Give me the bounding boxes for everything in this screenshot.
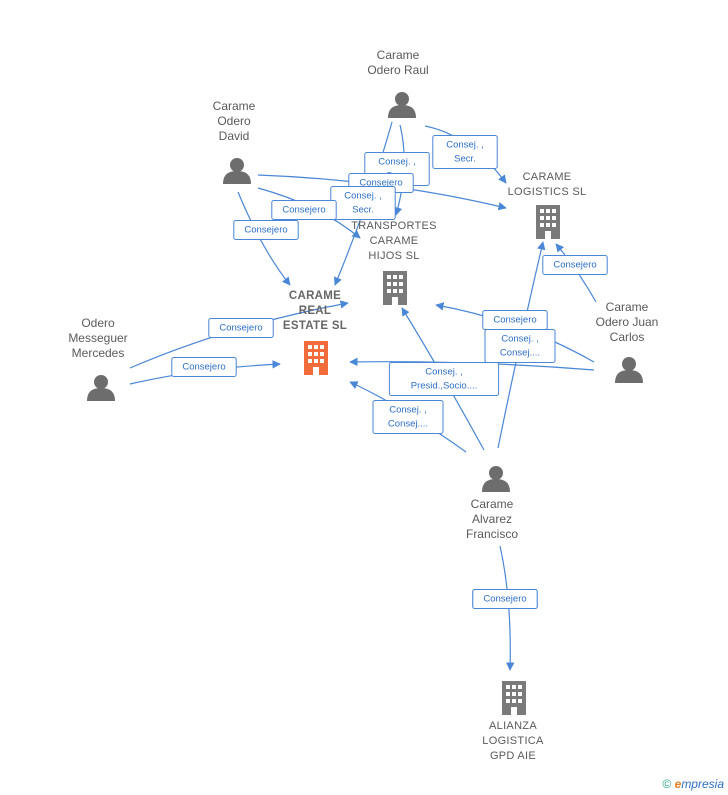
edge-label-box <box>542 255 608 275</box>
node-label-line: David <box>219 129 250 143</box>
node-label-line: GPD AIE <box>490 750 536 762</box>
node-label-line: CARAME <box>370 235 419 247</box>
edge-label-francisco-realestate: Consej. , Consej.... <box>372 400 444 434</box>
node-transportes[interactable]: TRANSPORTES CARAME HIJOS SL <box>351 220 437 305</box>
edge-david-realestate <box>237 191 291 286</box>
node-label-line: Mercedes <box>72 346 125 360</box>
edge-label-mercedes-realestate: Consejero <box>171 357 237 377</box>
edge-label-text: Consejero <box>244 225 287 236</box>
node-label-line: Alvarez <box>472 512 512 526</box>
edge-label-text: Presid.,Socio.... <box>411 381 478 392</box>
edge-label-text: Consej. , <box>378 157 416 168</box>
edge-label-francisco-transportes: Consej. , Presid.,Socio.... <box>388 362 500 396</box>
edge-label-david-transportes: Consejero <box>271 200 337 220</box>
node-label-line: LOGISTICA <box>482 735 544 747</box>
edge-label-david-logistics: Consej. , Secr. <box>330 186 396 220</box>
node-label-line: Carame <box>471 497 514 511</box>
copyright-footer: © empresia <box>662 777 724 791</box>
edge-label-text: Consej. , <box>425 367 463 378</box>
node-label-line: CARAME <box>523 171 572 183</box>
building-icon <box>304 341 328 375</box>
edge-labels: Consej. ,Secr.Consej. ,Secr.ConsejeroCon… <box>171 135 608 609</box>
node-label-line: HIJOS SL <box>368 250 419 262</box>
person-icon <box>223 158 251 184</box>
edge-label-text: Consej.... <box>388 419 428 430</box>
edge-label-text: Consejero <box>182 362 225 373</box>
edge-label-box <box>233 220 299 240</box>
edge-label-text: Consejero <box>219 323 262 334</box>
node-label-line: Odero <box>81 316 115 330</box>
edge-label-box <box>372 400 444 434</box>
edge-label-juan-transportes: Consejero <box>482 310 548 330</box>
node-label-line: Carame <box>377 48 420 62</box>
node-label-line: Odero <box>217 114 251 128</box>
edge-label-david-realestate: Consejero <box>233 220 299 240</box>
node-label-line: Carlos <box>610 330 645 344</box>
node-label-line: Carame <box>606 300 649 314</box>
node-label-line: TRANSPORTES <box>351 220 437 232</box>
building-icon <box>383 271 407 305</box>
edge-label-text: Consejero <box>553 260 596 271</box>
person-icon <box>482 466 510 492</box>
node-label-line: Odero Juan <box>596 315 659 329</box>
edge-label-box <box>208 318 274 338</box>
edge-label-text: Secr. <box>454 154 476 165</box>
edge-label-juan-logistics: Consejero <box>542 255 608 275</box>
node-label-line: Messeguer <box>68 331 127 345</box>
node-alianza[interactable]: ALIANZA LOGISTICA GPD AIE <box>482 681 544 762</box>
copyright-icon: © <box>662 777 672 791</box>
building-icon <box>502 681 526 715</box>
edge-label-box <box>472 589 538 609</box>
node-label-line: CARAME <box>289 290 341 302</box>
edge-label-text: Consej. , <box>389 405 427 416</box>
person-icon <box>388 92 416 118</box>
node-label-line: Francisco <box>466 527 518 541</box>
edge-label-raul-logistics: Consej. , Secr. <box>432 135 498 169</box>
edge-label-text: Consej. , <box>501 334 539 345</box>
node-logistics[interactable]: CARAME LOGISTICS SL <box>508 171 587 239</box>
node-carame-real-estate[interactable]: CARAME REAL ESTATE SL <box>283 290 347 375</box>
edge-label-juan-realestate: Consej. , Consej.... <box>484 329 556 363</box>
nodes: CARAME REAL ESTATE SL TRANSPORTES CARAME HIJO… <box>68 48 658 762</box>
edge-label-text: Consej. , <box>344 191 382 202</box>
edge-label-box <box>432 135 498 169</box>
edge-label-text: Consej. , <box>446 140 484 151</box>
person-icon <box>87 375 115 401</box>
edge-label-box <box>388 362 500 396</box>
building-icon <box>536 205 560 239</box>
edge-label-text: Secr. <box>352 205 374 216</box>
edge-label-box <box>271 200 337 220</box>
edge-label-text: Consejero <box>359 178 402 189</box>
edge-label-text: Consejero <box>282 205 325 216</box>
edge-label-text: Consejero <box>493 315 536 326</box>
edge-label-mercedes-transportes: Consejero <box>208 318 274 338</box>
edge-label-francisco-alianza: Consejero <box>472 589 538 609</box>
edge-label-box <box>484 329 556 363</box>
person-icon <box>615 357 643 383</box>
edge-label-text: Consej.... <box>500 348 540 359</box>
edge-label-box <box>171 357 237 377</box>
node-label-line: Carame <box>213 99 256 113</box>
node-label-line: LOGISTICS SL <box>508 186 587 198</box>
node-label-line: Odero Raul <box>367 63 428 77</box>
brand-logo: empresia <box>674 777 724 791</box>
node-label-line: REAL <box>299 305 332 317</box>
node-label-line: ESTATE SL <box>283 320 347 332</box>
edge-label-text: Consejero <box>483 594 526 605</box>
node-label-line: ALIANZA <box>489 720 537 732</box>
